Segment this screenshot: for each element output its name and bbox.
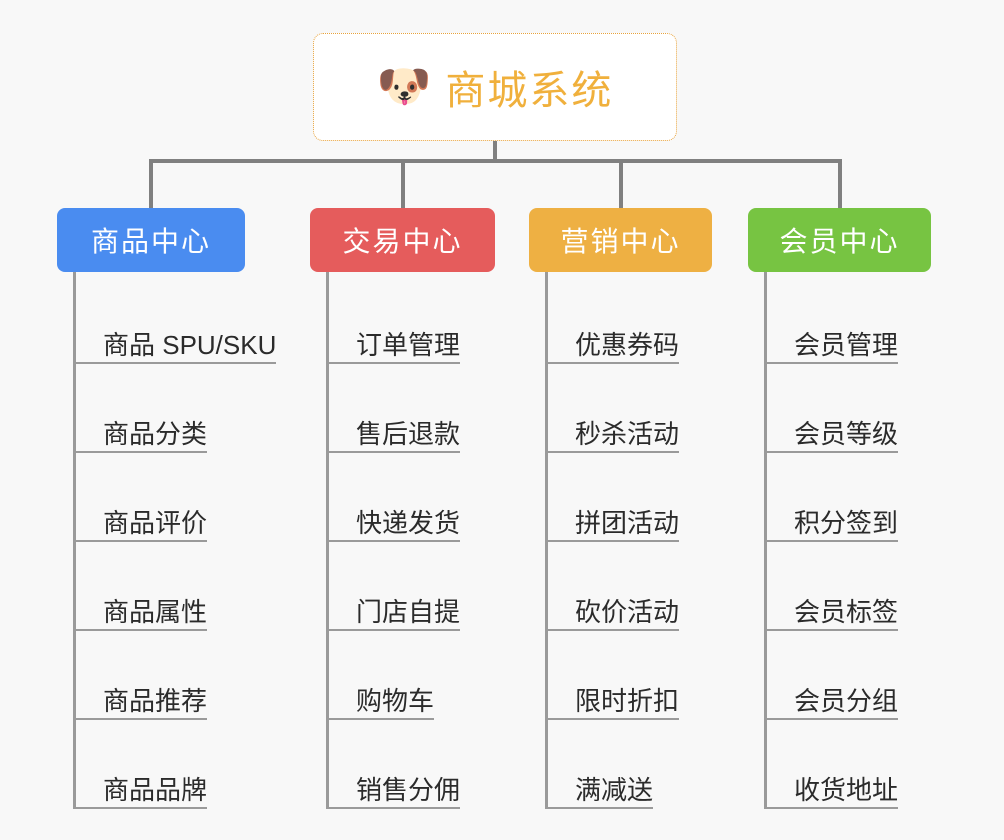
leaf-item-label: 优惠券码 xyxy=(575,330,680,361)
leaf-item-label: 秒杀活动 xyxy=(575,419,680,450)
leaf-item[interactable]: 快递发货 xyxy=(326,496,461,542)
leaf-item-label: 收货地址 xyxy=(794,775,899,806)
leaf-item-label: 购物车 xyxy=(356,686,435,717)
leaf-item-label: 限时折扣 xyxy=(575,686,680,717)
leaf-item-label: 商品品牌 xyxy=(103,775,208,806)
category-header-label: 交易中心 xyxy=(342,226,463,257)
leaf-item-label: 会员管理 xyxy=(794,330,899,361)
category-header-label: 商品中心 xyxy=(90,226,211,257)
leaf-item[interactable]: 收货地址 xyxy=(764,763,899,809)
leaf-item[interactable]: 优惠券码 xyxy=(545,318,680,364)
leaf-item[interactable]: 拼团活动 xyxy=(545,496,680,542)
leaf-item[interactable]: 砍价活动 xyxy=(545,585,680,631)
leaf-item[interactable]: 限时折扣 xyxy=(545,674,680,720)
connector-drop-3 xyxy=(618,159,623,208)
leaf-item-label: 商品评价 xyxy=(103,508,208,539)
root-node[interactable]: 🐶 商城系统 xyxy=(313,33,677,141)
leaf-item[interactable]: 商品评价 xyxy=(73,496,208,542)
category-header-3[interactable]: 营销中心 xyxy=(529,208,712,272)
leaf-item[interactable]: 积分签到 xyxy=(764,496,899,542)
leaf-item[interactable]: 商品 SPU/SKU xyxy=(73,318,277,364)
leaf-item[interactable]: 商品推荐 xyxy=(73,674,208,720)
connector-drop-2 xyxy=(400,159,405,208)
connector-drop-1 xyxy=(149,159,153,208)
leaf-item-label: 商品分类 xyxy=(103,419,208,450)
category-header-1[interactable]: 商品中心 xyxy=(57,208,245,272)
leaf-item[interactable]: 商品品牌 xyxy=(73,763,208,809)
leaf-item[interactable]: 商品属性 xyxy=(73,585,208,631)
leaf-item-label: 商品推荐 xyxy=(103,686,208,717)
leaf-item[interactable]: 会员等级 xyxy=(764,407,899,453)
leaf-item-label: 快递发货 xyxy=(356,508,461,539)
leaf-item[interactable]: 会员管理 xyxy=(764,318,899,364)
leaf-item-label: 商品属性 xyxy=(103,597,208,628)
leaf-item-label: 订单管理 xyxy=(356,330,461,361)
connector-drop-4 xyxy=(837,159,842,208)
leaf-item-label: 销售分佣 xyxy=(356,775,461,806)
category-header-label: 营销中心 xyxy=(560,226,681,257)
leaf-item[interactable]: 购物车 xyxy=(326,674,435,720)
leaf-item-label: 门店自提 xyxy=(356,597,461,628)
leaf-item-label: 会员分组 xyxy=(794,686,899,717)
leaf-item-label: 会员标签 xyxy=(794,597,899,628)
connector-horizontal-bus xyxy=(150,159,840,163)
leaf-item-label: 砍价活动 xyxy=(575,597,680,628)
leaf-item-label: 售后退款 xyxy=(356,419,461,450)
connector-root-stem xyxy=(493,141,497,162)
leaf-item[interactable]: 秒杀活动 xyxy=(545,407,680,453)
category-header-4[interactable]: 会员中心 xyxy=(748,208,931,272)
leaf-item-label: 满减送 xyxy=(575,775,654,806)
leaf-item[interactable]: 售后退款 xyxy=(326,407,461,453)
leaf-item[interactable]: 商品分类 xyxy=(73,407,208,453)
leaf-item[interactable]: 会员分组 xyxy=(764,674,899,720)
leaf-item-label: 商品 SPU/SKU xyxy=(103,330,277,361)
leaf-item[interactable]: 销售分佣 xyxy=(326,763,461,809)
category-header-label: 会员中心 xyxy=(779,226,900,257)
category-header-2[interactable]: 交易中心 xyxy=(310,208,495,272)
leaf-item[interactable]: 满减送 xyxy=(545,763,654,809)
leaf-item-label: 拼团活动 xyxy=(575,508,680,539)
leaf-item-label: 会员等级 xyxy=(794,419,899,450)
dog-face-icon: 🐶 xyxy=(376,62,432,111)
leaf-item[interactable]: 订单管理 xyxy=(326,318,461,364)
leaf-item[interactable]: 会员标签 xyxy=(764,585,899,631)
leaf-item[interactable]: 门店自提 xyxy=(326,585,461,631)
leaf-item-label: 积分签到 xyxy=(794,508,899,539)
root-title: 商城系统 xyxy=(445,69,614,113)
